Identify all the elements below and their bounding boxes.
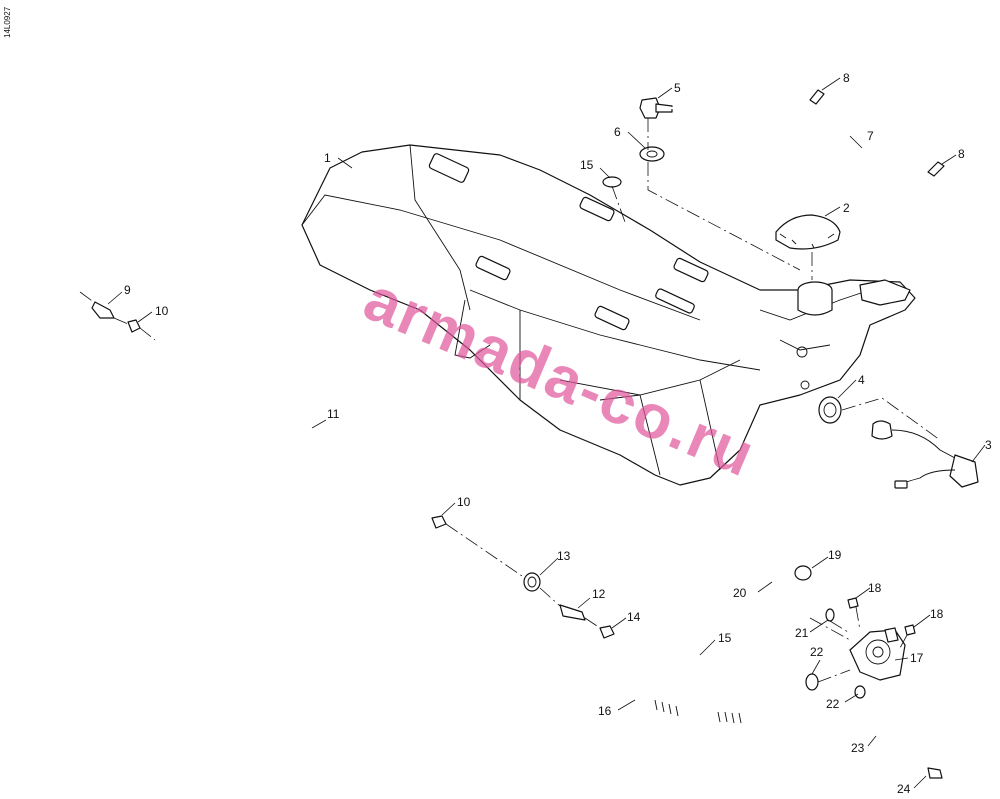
fitting [559,604,586,621]
callout-8: 8 [843,71,850,85]
callout-12: 12 [592,587,606,601]
callout-3: 3 [985,438,992,452]
callout-20: 20 [733,586,747,600]
assembly-line [809,617,851,641]
callout-18: 18 [930,607,944,621]
assembly-line [817,669,851,683]
callout-10: 10 [155,304,169,318]
assembly-line [611,185,626,223]
callout-labels: 1 2 3 4 5 6 7 8 8 9 10 11 10 13 12 14 15… [124,71,992,796]
callout-10: 10 [457,495,471,509]
fuel-level-sensor [871,420,979,489]
assembly-line [855,606,908,649]
callout-2: 2 [843,201,850,215]
assembly-line [841,397,941,441]
leader-lines [107,77,986,789]
callout-17: 17 [910,651,924,665]
callout-21: 21 [795,626,809,640]
washer [602,176,622,188]
callout-22: 22 [810,645,824,659]
callout-15: 15 [580,158,594,172]
nut [904,624,916,636]
nut [599,625,615,639]
assembly-line [79,291,96,304]
callout-1: 1 [324,151,331,165]
callout-16: 16 [598,704,612,718]
clamp [805,673,819,691]
cap [794,565,812,581]
clip [927,161,945,177]
callout-11: 11 [327,407,340,421]
fuel-cap [775,214,841,250]
clip [809,89,825,105]
fuel-tank [301,144,916,486]
vent-valve [639,97,673,119]
spacer [523,572,541,592]
assembly-line [113,317,156,341]
assembly-line [445,523,601,629]
callout-15: 15 [718,631,732,645]
spacer [825,608,835,622]
nut [431,515,447,529]
callout-23: 23 [851,741,865,755]
callout-18: 18 [868,581,882,595]
grommet [818,396,842,424]
fitting [91,301,115,319]
callout-5: 5 [674,81,681,95]
assembly-line [647,118,801,271]
drawing-code: 14L0927 [3,6,12,38]
callout-8: 8 [958,147,965,161]
callout-22: 22 [826,697,840,711]
callout-19: 19 [828,548,842,562]
clamp [854,685,866,699]
callout-6: 6 [614,125,621,139]
callout-7: 7 [867,129,874,143]
callout-14: 14 [627,610,641,624]
callout-9: 9 [124,283,131,297]
callout-24: 24 [897,782,911,796]
callout-4: 4 [858,373,865,387]
clamp [927,767,943,779]
callout-13: 13 [557,549,571,563]
washer [639,146,665,162]
nut [847,597,859,609]
fuel-pump [849,627,906,681]
